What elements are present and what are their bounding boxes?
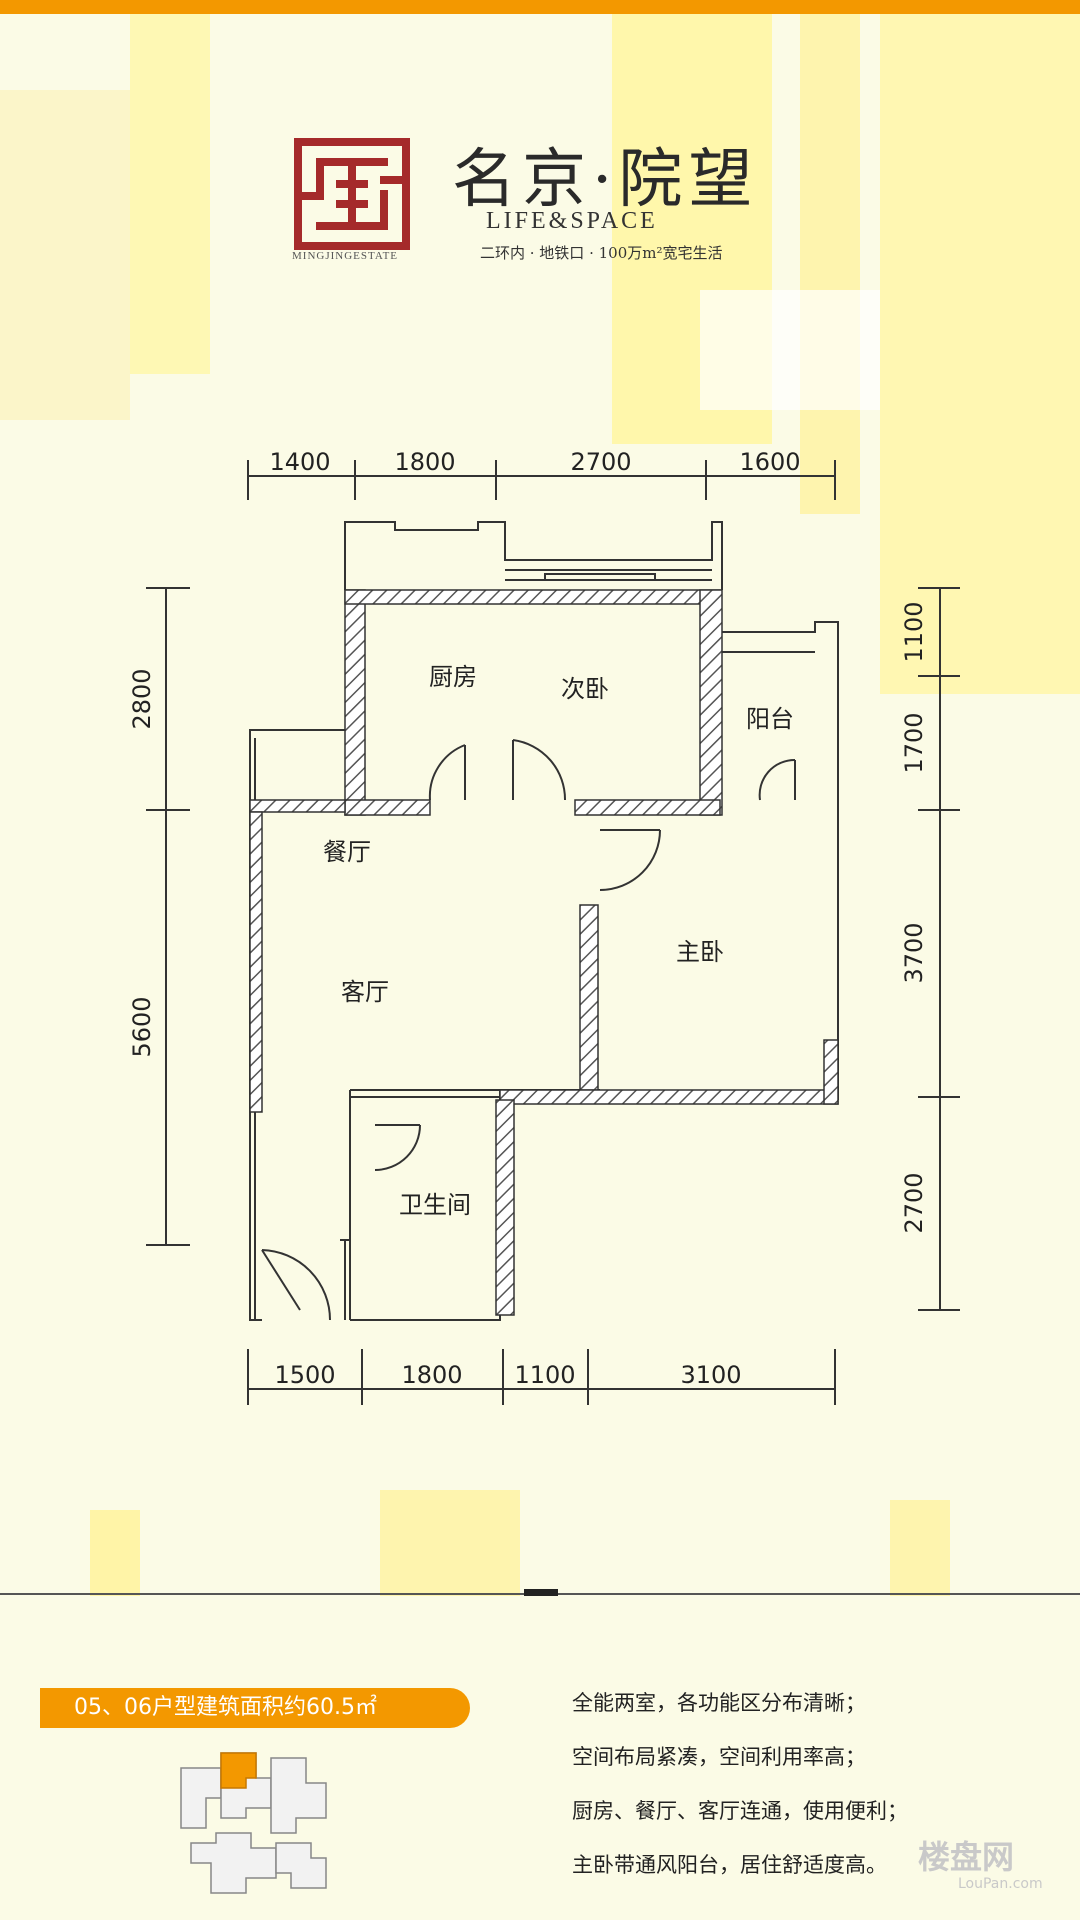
brand-logo-icon bbox=[292, 136, 412, 252]
brand-title: 名京·院望 bbox=[452, 143, 759, 217]
brand-subtitle: LIFE&SPACE bbox=[486, 208, 658, 234]
room-label-second-bedroom: 次卧 bbox=[561, 675, 609, 703]
dim-right-4: 2700 bbox=[900, 1172, 928, 1233]
room-label-master-bedroom: 主卧 bbox=[676, 938, 724, 966]
dim-bottom-4: 3100 bbox=[680, 1361, 741, 1389]
divider-mark bbox=[524, 1589, 558, 1596]
dim-right-3: 3700 bbox=[900, 922, 928, 983]
bg-block bbox=[90, 1510, 140, 1596]
bg-block bbox=[700, 290, 880, 410]
dim-right-2: 1700 bbox=[900, 712, 928, 773]
dim-top-3: 2700 bbox=[570, 448, 631, 476]
dim-bottom-2: 1800 bbox=[401, 1361, 462, 1389]
bg-block bbox=[0, 90, 130, 420]
dim-top-2: 1800 bbox=[394, 448, 455, 476]
bg-block bbox=[800, 14, 860, 514]
bg-block bbox=[880, 14, 1080, 694]
feature-item: 主卧带通风阳台，居住舒适度高。 bbox=[572, 1853, 887, 1877]
bg-block bbox=[130, 14, 210, 374]
dim-bottom-1: 1500 bbox=[274, 1361, 335, 1389]
watermark-url: LouPan.com bbox=[958, 1876, 1043, 1892]
feature-item: 厨房、餐厅、客厅连通，使用便利； bbox=[572, 1799, 908, 1823]
bg-block bbox=[890, 1500, 950, 1596]
dim-right-1: 1100 bbox=[900, 601, 928, 662]
room-label-balcony: 阳台 bbox=[746, 705, 794, 733]
room-label-dining: 餐厅 bbox=[323, 838, 371, 866]
top-accent-bar bbox=[0, 0, 1080, 14]
room-label-bathroom: 卫生间 bbox=[399, 1191, 471, 1219]
bg-block bbox=[380, 1490, 520, 1596]
floor-plan: 厨房 次卧 阳台 餐厅 客厅 主卧 卫生间 1400 1800 2700 160… bbox=[128, 448, 960, 1405]
room-label-kitchen: 厨房 bbox=[429, 663, 477, 691]
dim-left-1: 2800 bbox=[128, 668, 156, 729]
dim-top-1: 1400 bbox=[269, 448, 330, 476]
brand-slogan: 二环内 · 地铁口 · 100万m²宽宅生活 bbox=[480, 244, 723, 262]
dim-bottom-3: 1100 bbox=[514, 1361, 575, 1389]
feature-item: 空间布局紧凑，空间利用率高； bbox=[572, 1745, 866, 1769]
watermark-logo: 楼盘网 bbox=[918, 1838, 1015, 1876]
brand-estate-name: MINGJINGESTATE bbox=[292, 250, 399, 262]
dim-top-4: 1600 bbox=[739, 448, 800, 476]
feature-item: 全能两室，各功能区分布清晰； bbox=[572, 1691, 866, 1715]
room-label-living: 客厅 bbox=[341, 978, 389, 1006]
feature-list: 全能两室，各功能区分布清晰； 空间布局紧凑，空间利用率高； 厨房、餐厅、客厅连通… bbox=[572, 1688, 908, 1904]
key-plan-icon bbox=[180, 1752, 327, 1894]
dim-left-2: 5600 bbox=[128, 996, 156, 1057]
area-label-badge: 05、06户型建筑面积约60.5㎡ bbox=[40, 1688, 470, 1728]
